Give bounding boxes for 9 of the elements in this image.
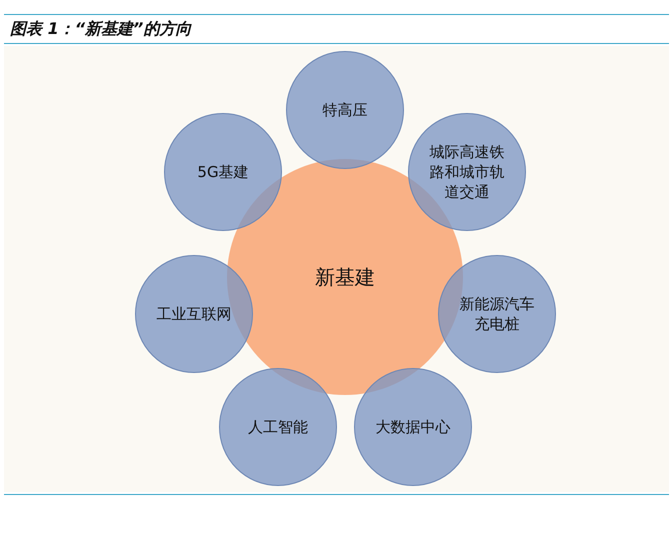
circle-label: 人工智能 [247,416,309,438]
circle-label: 城际高速铁路和城市轨道交通 [428,142,506,202]
circle-label: 新基建 [315,264,375,290]
figure-title: 图表 1：“新基建”的方向 [10,19,192,40]
circle-label: 5G基建 [196,162,250,182]
circle-label: 特高压 [322,100,368,120]
circle-label: 大数据中心 [374,416,452,438]
circle-label: 新能源汽车充电桩 [458,294,536,334]
circle-label: 工业互联网 [156,304,232,324]
